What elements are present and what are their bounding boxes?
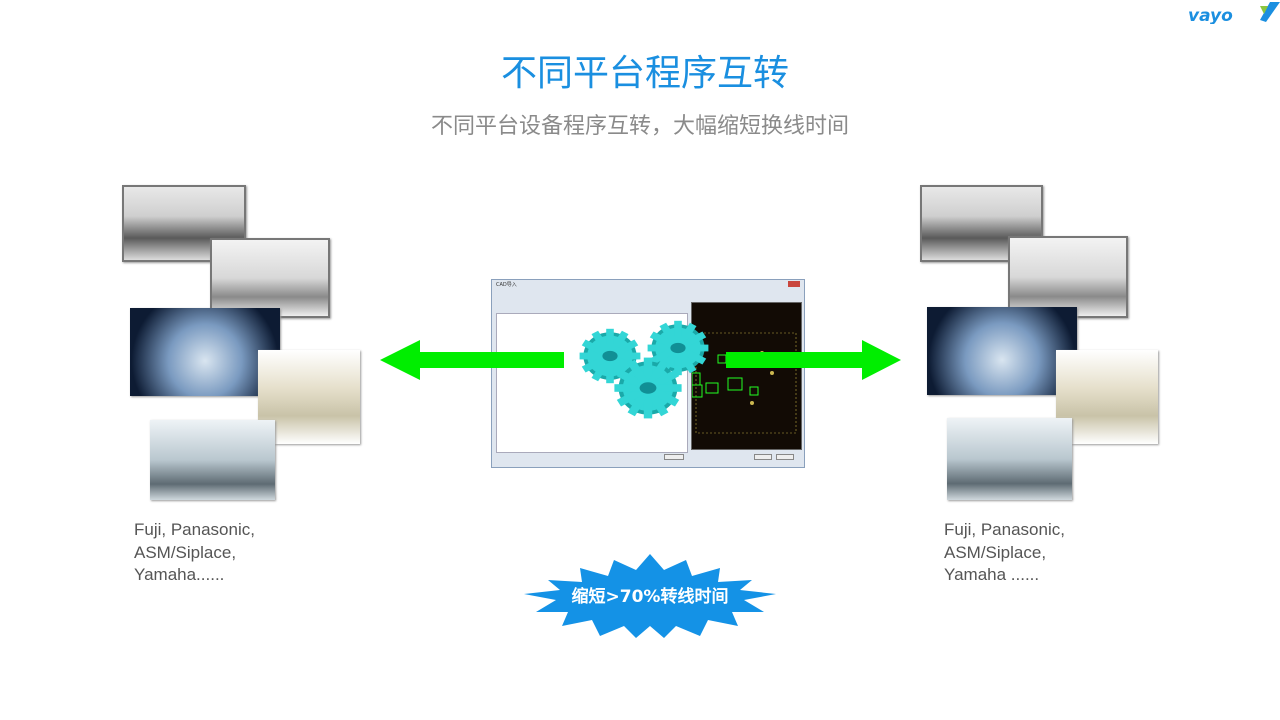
- vayo-logo: vayo: [1188, 2, 1280, 24]
- caption-line: Fuji, Panasonic,: [944, 520, 1065, 539]
- page-title: 不同平台程序互转: [500, 53, 789, 94]
- machine-photo: [947, 418, 1072, 500]
- svg-text:vayo: vayo: [1188, 6, 1233, 24]
- pcb-preview: [691, 302, 802, 450]
- machine-photo: [927, 307, 1077, 395]
- machine-photo: [122, 185, 246, 262]
- machine-photo: [210, 238, 330, 318]
- caption-line: ASM/Siplace,: [134, 542, 237, 562]
- dialog-exit-button: [776, 454, 794, 460]
- left-brands-caption: Fuji, Panasonic, ASM/Siplace, Yamaha....…: [134, 519, 255, 587]
- badge-text: 缩短>70%转线时间: [571, 587, 729, 607]
- machine-photo: [1056, 350, 1158, 444]
- caption-line: Fuji, Panasonic,: [134, 520, 255, 539]
- dialog-ok-button: [664, 454, 684, 460]
- machine-photo: [1008, 236, 1128, 318]
- caption-line: Yamaha......: [134, 565, 225, 584]
- right-brands-caption: Fuji, Panasonic, ASM/Siplace, Yamaha ...…: [944, 519, 1065, 587]
- machine-photo: [130, 308, 280, 396]
- dialog-title: CAD导入: [496, 282, 517, 288]
- page-subtitle: 不同平台设备程序互转，大幅缩短换线时间: [430, 114, 849, 139]
- close-icon: [788, 281, 800, 287]
- caption-line: ASM/Siplace,: [944, 542, 1047, 562]
- gears-icon: [579, 320, 709, 419]
- machine-photo: [150, 420, 275, 500]
- starburst-badge: [524, 554, 776, 638]
- dialog-save-button: [754, 454, 772, 460]
- left-arrow-icon: [380, 340, 564, 380]
- machine-photo: [258, 350, 360, 444]
- right-arrow-icon: [726, 340, 901, 380]
- caption-line: Yamaha ......: [944, 565, 1040, 584]
